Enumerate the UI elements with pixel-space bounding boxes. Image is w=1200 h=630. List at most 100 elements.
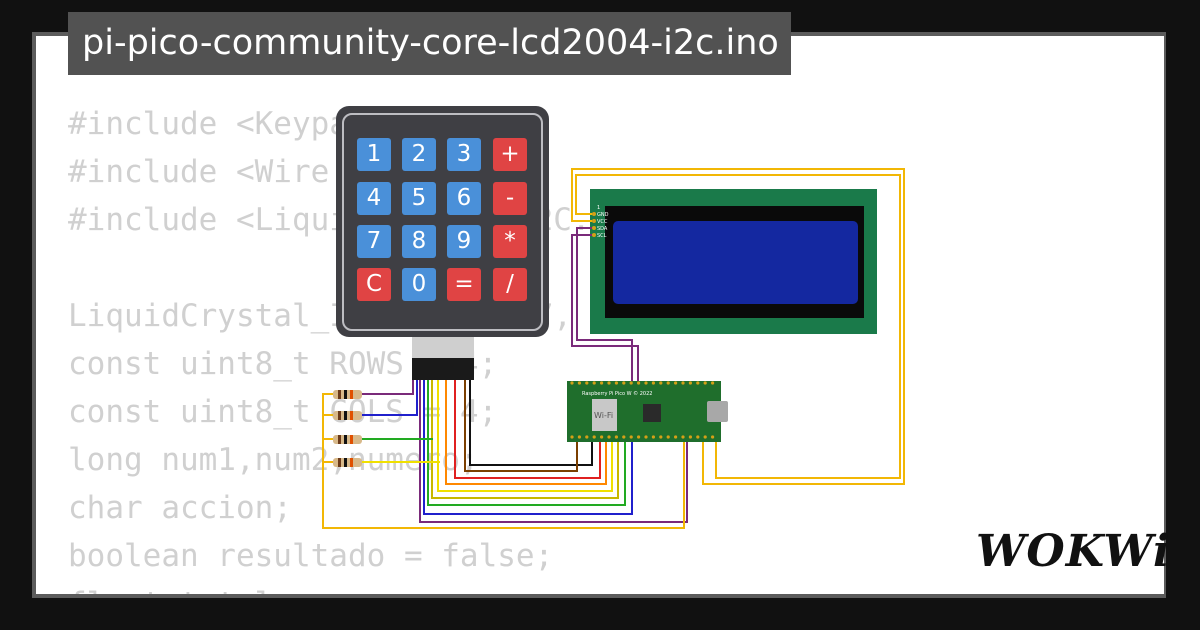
key-0[interactable]: 0: [402, 268, 436, 301]
pico-pin: [592, 435, 596, 439]
wire-keypad-c2: [454, 372, 601, 479]
key-8[interactable]: 8: [402, 225, 436, 258]
lcd2004-display[interactable]: 1 GND VCC SDA SCL: [590, 189, 877, 334]
pico-usb-port[interactable]: [707, 401, 728, 422]
pico-board-label: Raspberry Pi Pico W © 2022: [582, 390, 652, 397]
pico-pin: [711, 381, 715, 385]
key-clear[interactable]: C: [357, 268, 391, 301]
wire-lcd-vcc: [571, 168, 905, 485]
wire-lcd-gnd: [575, 174, 901, 479]
pico-pin: [577, 381, 582, 385]
pico-pin: [711, 435, 715, 439]
resistor-2-band-2: [344, 411, 347, 420]
resistor-4[interactable]: [333, 458, 362, 467]
pico-pin: [585, 435, 589, 439]
resistor-2[interactable]: [333, 411, 362, 420]
key-1[interactable]: 1: [357, 138, 391, 171]
resistor-4-band-3: [350, 458, 353, 467]
resistor-4-body: [333, 458, 362, 467]
resistor-2-band-3: [350, 411, 353, 420]
resistor-1-band-1: [338, 390, 341, 399]
key-5[interactable]: 5: [402, 182, 436, 215]
pico-chip: [643, 404, 661, 422]
key-4[interactable]: 4: [357, 182, 391, 215]
keypad-connector: [412, 336, 474, 380]
pico-pin: [607, 435, 611, 439]
key-6[interactable]: 6: [447, 182, 481, 215]
resistor-4-band-1: [338, 458, 341, 467]
wire-keypad-c3: [464, 372, 578, 472]
lcd-pin-gnd: [592, 212, 596, 216]
key-2[interactable]: 2: [402, 138, 436, 171]
code-line-8: long num1,num2,numero;: [68, 442, 479, 478]
wire-resistor-1: [362, 372, 414, 395]
lcd-pin-label-vcc: VCC: [597, 219, 608, 225]
wire-lcd-scl: [571, 234, 639, 381]
pico-w-board[interactable]: Wi-Fi Raspberry Pi Pico W © 2022: [567, 381, 728, 442]
resistor-3[interactable]: [333, 435, 362, 444]
lcd-pin-label-scl: SCL: [597, 233, 607, 239]
key-equals[interactable]: =: [447, 268, 481, 301]
key-9[interactable]: 9: [447, 225, 481, 258]
keypad-frame: [342, 113, 543, 331]
resistor-4-band-2: [344, 458, 347, 467]
pico-pin: [696, 381, 700, 385]
pico-pin: [637, 435, 641, 439]
pico-pin: [629, 435, 633, 439]
wokwi-logo: WOKWi: [976, 526, 1171, 577]
wire-resistor-common: [322, 393, 685, 529]
connector-pins: [412, 336, 474, 358]
resistor-3-band-2: [344, 435, 347, 444]
key-multiply[interactable]: *: [493, 225, 527, 258]
pico-wifi-module: [592, 399, 617, 431]
wire-resistor-2: [362, 372, 418, 416]
lcd-pin-label-1: 1: [597, 205, 600, 211]
pico-pin: [666, 381, 670, 385]
pico-pin: [644, 435, 648, 439]
code-line-11: float total;: [68, 580, 721, 594]
key-plus[interactable]: +: [493, 138, 527, 171]
project-title: pi-pico-community-core-lcd2004-i2c.ino: [68, 12, 791, 75]
wire-keypad-c4: [469, 372, 593, 466]
pico-pin: [651, 435, 656, 439]
pico-pin: [688, 435, 693, 439]
key-divide[interactable]: /: [493, 268, 527, 301]
resistor-3-band-3: [350, 435, 353, 444]
lcd-pin-sda: [592, 226, 596, 230]
lcd-wires: [571, 168, 905, 485]
key-7[interactable]: 7: [357, 225, 391, 258]
pico-pin: [674, 381, 678, 385]
resistor-2-body: [333, 411, 362, 420]
membrane-keypad[interactable]: 1 2 3 + 4 5 6 - 7 8 9 * C 0 = /: [336, 106, 549, 337]
pico-pin: [607, 381, 611, 385]
lcd-pin-scl: [592, 233, 596, 237]
key-3[interactable]: 3: [447, 138, 481, 171]
pico-pin: [651, 381, 656, 385]
code-line-10: boolean resultado = false;: [68, 538, 554, 574]
pico-pin: [622, 435, 626, 439]
code-line-9: char accion;: [68, 490, 292, 526]
pico-pin: [577, 435, 582, 439]
pico-pin: [622, 381, 626, 385]
key-minus[interactable]: -: [493, 182, 527, 215]
lcd-pin-label-sda: SDA: [597, 226, 608, 232]
pico-pin: [659, 435, 663, 439]
pico-pins: [570, 381, 715, 439]
pico-pin: [659, 381, 663, 385]
resistor-1[interactable]: [333, 390, 362, 399]
pico-wifi-label: Wi-Fi: [594, 411, 613, 420]
pico-pin: [681, 435, 685, 439]
pico-pin: [592, 381, 596, 385]
wire-keypad-c1: [445, 372, 607, 485]
keypad-wires: [419, 372, 688, 523]
connector-header: [412, 358, 474, 380]
resistor-1-band-3: [350, 390, 353, 399]
pico-pin: [703, 435, 707, 439]
resistor-2-band-1: [338, 411, 341, 420]
pico-pin: [614, 381, 619, 385]
pico-pin: [696, 435, 700, 439]
resistor-1-body: [333, 390, 362, 399]
wire-keypad-r4: [437, 372, 613, 492]
resistor-1-band-2: [344, 390, 347, 399]
